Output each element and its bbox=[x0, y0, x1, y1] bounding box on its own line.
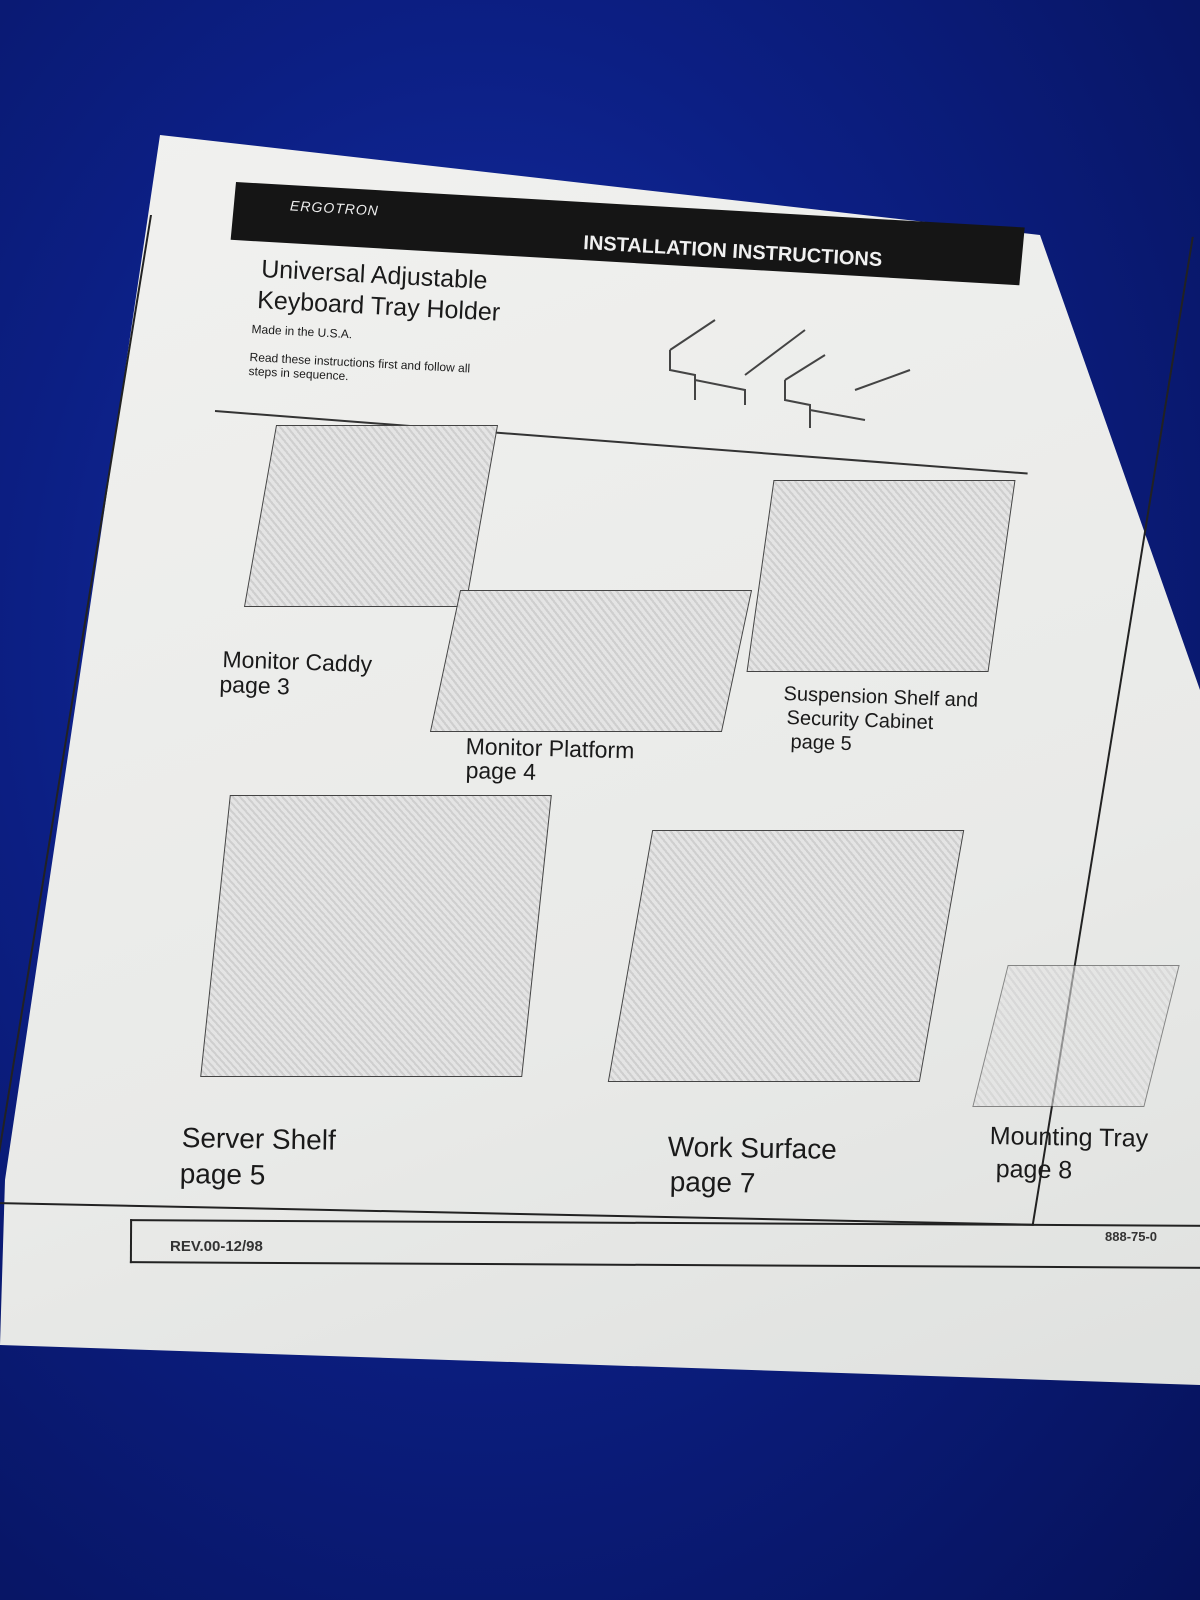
caption-mounting-tray: Mounting Tray bbox=[989, 1122, 1149, 1153]
work-surface-illustration bbox=[607, 830, 965, 1082]
suspension-shelf-illustration bbox=[746, 480, 1016, 672]
footer-box bbox=[129, 1219, 1200, 1269]
bracket-icon bbox=[669, 319, 911, 428]
part-number: 888-75-0 bbox=[1105, 1229, 1158, 1244]
bracket-illustration bbox=[665, 310, 925, 428]
caption-suspension-shelf-page: page 5 bbox=[790, 731, 853, 756]
mounting-tray-illustration bbox=[972, 965, 1180, 1107]
caption-monitor-caddy-page: page 3 bbox=[219, 671, 291, 700]
caption-monitor-platform-page: page 4 bbox=[465, 757, 537, 785]
caption-server-shelf-page: page 5 bbox=[179, 1158, 266, 1191]
revision-label: REV.00-12/98 bbox=[170, 1238, 263, 1255]
caption-work-surface: Work Surface bbox=[667, 1131, 838, 1165]
monitor-caddy-illustration bbox=[243, 425, 499, 607]
caption-mounting-tray-page: page 8 bbox=[995, 1155, 1073, 1185]
server-shelf-illustration bbox=[200, 795, 552, 1077]
caption-work-surface-page: page 7 bbox=[669, 1166, 756, 1199]
monitor-platform-illustration bbox=[429, 590, 753, 732]
caption-server-shelf: Server Shelf bbox=[181, 1122, 337, 1156]
